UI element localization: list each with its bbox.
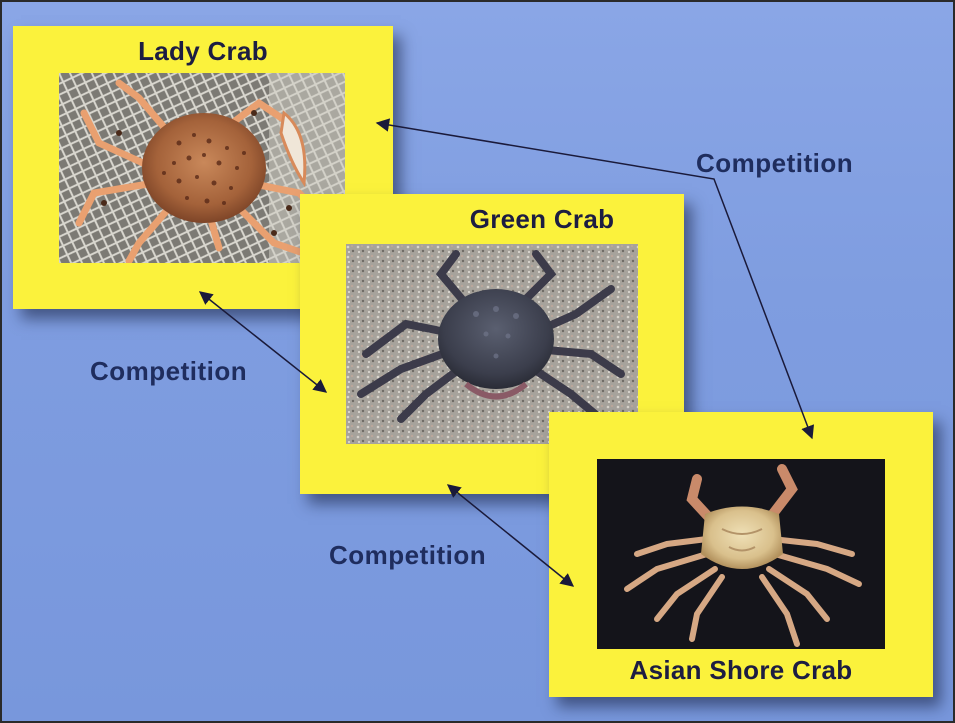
competition-label-green-asian: Competition [329, 540, 486, 571]
asian-shore-crab-photo [597, 459, 885, 649]
green-crab-title: Green Crab [300, 204, 684, 235]
asian-shore-crab-title: Asian Shore Crab [549, 655, 933, 686]
competition-label-lady-asian: Competition [696, 148, 853, 179]
asian-shore-crab-image [597, 459, 885, 649]
asian-shore-crab-card: Asian Shore Crab [549, 412, 933, 697]
competition-label-lady-green: Competition [90, 356, 247, 387]
lady-crab-title: Lady Crab [13, 36, 393, 67]
